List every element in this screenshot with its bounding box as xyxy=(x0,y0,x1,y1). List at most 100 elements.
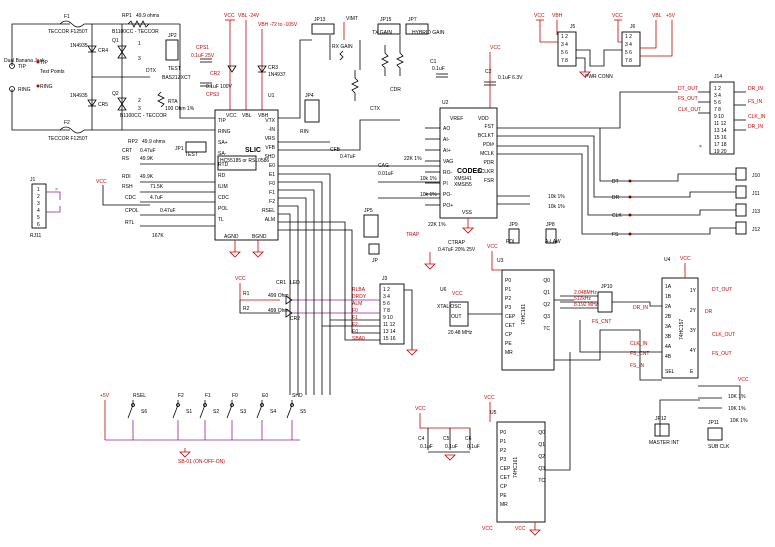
switch-f0[interactable] xyxy=(230,403,234,407)
test-points-label: Test Points xyxy=(40,69,65,75)
switch-label-f2: F2 xyxy=(178,393,184,399)
jp4-jumper[interactable] xyxy=(304,99,320,123)
switch-f2[interactable] xyxy=(176,403,180,407)
mux-clk-in: CLK_IN xyxy=(630,341,648,347)
freq-2048: 2.048MHz xyxy=(574,290,597,296)
jack-j12[interactable] xyxy=(735,221,747,235)
jack-j13[interactable] xyxy=(735,203,747,217)
u3-chip[interactable] xyxy=(501,269,555,371)
j14-fs-out: FS_OUT xyxy=(678,96,698,102)
slic-pin-vtx: VTX xyxy=(265,118,275,124)
c6-label: C6 xyxy=(465,436,472,442)
jp12-jumper[interactable] xyxy=(654,423,670,437)
switch-id-s4: S4 xyxy=(270,409,276,415)
u4-pin-2y: 2Y xyxy=(690,308,697,314)
c1-value: 0.1uF xyxy=(432,66,445,72)
svg-text:×: × xyxy=(699,144,702,150)
u4-pin-2a: 2A xyxy=(665,304,672,310)
jp13-jumper[interactable] xyxy=(311,23,335,35)
svg-text:3: 3 xyxy=(37,201,40,207)
u5-label: U5 xyxy=(490,410,497,416)
j14-dr-in: DR_IN xyxy=(748,86,763,92)
mux-dt-out: DT_OUT xyxy=(712,287,732,293)
u4-pin-4a: 4A xyxy=(665,344,672,350)
j14-pin-8: 15 16 xyxy=(714,135,727,141)
u5-pin-mr: MR xyxy=(500,502,508,508)
u3-pin-p0: P0 xyxy=(505,278,511,284)
rj11-connector[interactable] xyxy=(31,183,47,229)
jp15-jumper[interactable] xyxy=(377,23,401,35)
svg-text:5 6: 5 6 xyxy=(561,50,568,56)
tip-label: TIP xyxy=(18,64,26,70)
switch-shd[interactable] xyxy=(290,403,294,407)
codec-pin-ao: AO xyxy=(443,126,450,132)
jp11-jumper[interactable] xyxy=(707,427,723,441)
ctx-label: CTX xyxy=(370,106,381,112)
pwr-vcc: VCC xyxy=(534,13,545,19)
rp1-label: RP1 xyxy=(122,13,132,19)
jack-dr-label: DR xyxy=(612,195,620,201)
slic-pin-rtd: RTD xyxy=(218,162,229,168)
j14-connector[interactable] xyxy=(709,81,735,155)
pwr-vcc2: VCC xyxy=(612,13,623,19)
jp10-jumper[interactable] xyxy=(597,291,613,313)
u2-label: U2 xyxy=(442,100,449,106)
u3-pin-q0: Q0 xyxy=(543,278,550,284)
fuse-section: F1 TECCOR F1250T F2 TECCOR F1250T TIP Te… xyxy=(36,14,180,142)
j10-label: J10 xyxy=(752,173,760,179)
jp7-jumper[interactable] xyxy=(405,23,429,35)
svg-text:VCC: VCC xyxy=(415,406,426,412)
rd-value: 49.9K xyxy=(140,174,154,180)
u4-chip[interactable] xyxy=(661,277,699,379)
hybrid-gain-label: HYBRID GAIN xyxy=(412,30,445,36)
switch-f1[interactable] xyxy=(203,403,207,407)
rpu3-label: 10K 1% xyxy=(730,418,748,424)
jp2-jumper[interactable] xyxy=(165,39,179,61)
r2-label: R2 xyxy=(243,306,250,312)
codec-pin-pdr: PDR xyxy=(483,160,494,166)
slic-chip[interactable] xyxy=(214,109,279,241)
svg-text:JP: JP xyxy=(372,258,379,264)
led-cr2 xyxy=(285,308,293,318)
jp8-jumper[interactable] xyxy=(545,228,557,244)
bas-label: BAS21ZXCT xyxy=(162,75,191,81)
svg-text:JP5: JP5 xyxy=(364,208,373,214)
jack-j11[interactable] xyxy=(735,185,747,199)
j3-connector[interactable] xyxy=(379,283,405,345)
slic-pin-sa: SA+ xyxy=(218,140,228,146)
fuse-f1 xyxy=(59,20,85,28)
j5-connector[interactable] xyxy=(557,31,577,67)
j3-signal-f2: F2 xyxy=(352,322,358,328)
slic-pin-f2: F2 xyxy=(269,199,275,205)
switch-id-s3: S3 xyxy=(240,409,246,415)
slic-pin-f1: F1 xyxy=(269,190,275,196)
alaw-label: A-LAW xyxy=(545,239,561,245)
sub-clk-label: SUB CLK xyxy=(708,444,730,450)
codec-chip[interactable] xyxy=(439,107,498,219)
cr3-part: 1N4937 xyxy=(268,72,286,78)
jp1-label: JP1 xyxy=(175,146,184,152)
svg-text:3 4: 3 4 xyxy=(625,42,632,48)
fuse-f1-part: TECCOR F1250T xyxy=(48,29,88,35)
u4-pin-3a: 3A xyxy=(665,324,672,330)
svg-text:3 4: 3 4 xyxy=(383,294,390,300)
u5-chip[interactable] xyxy=(496,421,546,523)
counter-u3: U3 74HC161 P0P1P2P3CEPCETCPPEMRQ0Q1Q2Q3T… xyxy=(437,244,555,371)
cr5-part: 1N4935 xyxy=(70,93,88,99)
jp9-jumper[interactable] xyxy=(508,228,520,244)
switch-rsel[interactable] xyxy=(131,403,135,407)
switch-e0[interactable] xyxy=(260,403,264,407)
svg-text:VCC: VCC xyxy=(96,179,107,185)
codec-pin-ai: AI+ xyxy=(443,148,451,154)
codec-pin-ro: RO- xyxy=(443,170,453,176)
j6-connector[interactable] xyxy=(621,31,641,67)
q1-label: Q1 xyxy=(112,38,119,44)
jack-j10[interactable] xyxy=(735,167,747,181)
u4-pin-1b: 1B xyxy=(665,294,672,300)
jack-clk-label: CLK xyxy=(612,213,622,219)
jp1-jumper[interactable] xyxy=(185,141,207,153)
slic-pin-e1: E1 xyxy=(269,172,275,178)
j3-signal-drdy: DRDY xyxy=(352,294,367,300)
